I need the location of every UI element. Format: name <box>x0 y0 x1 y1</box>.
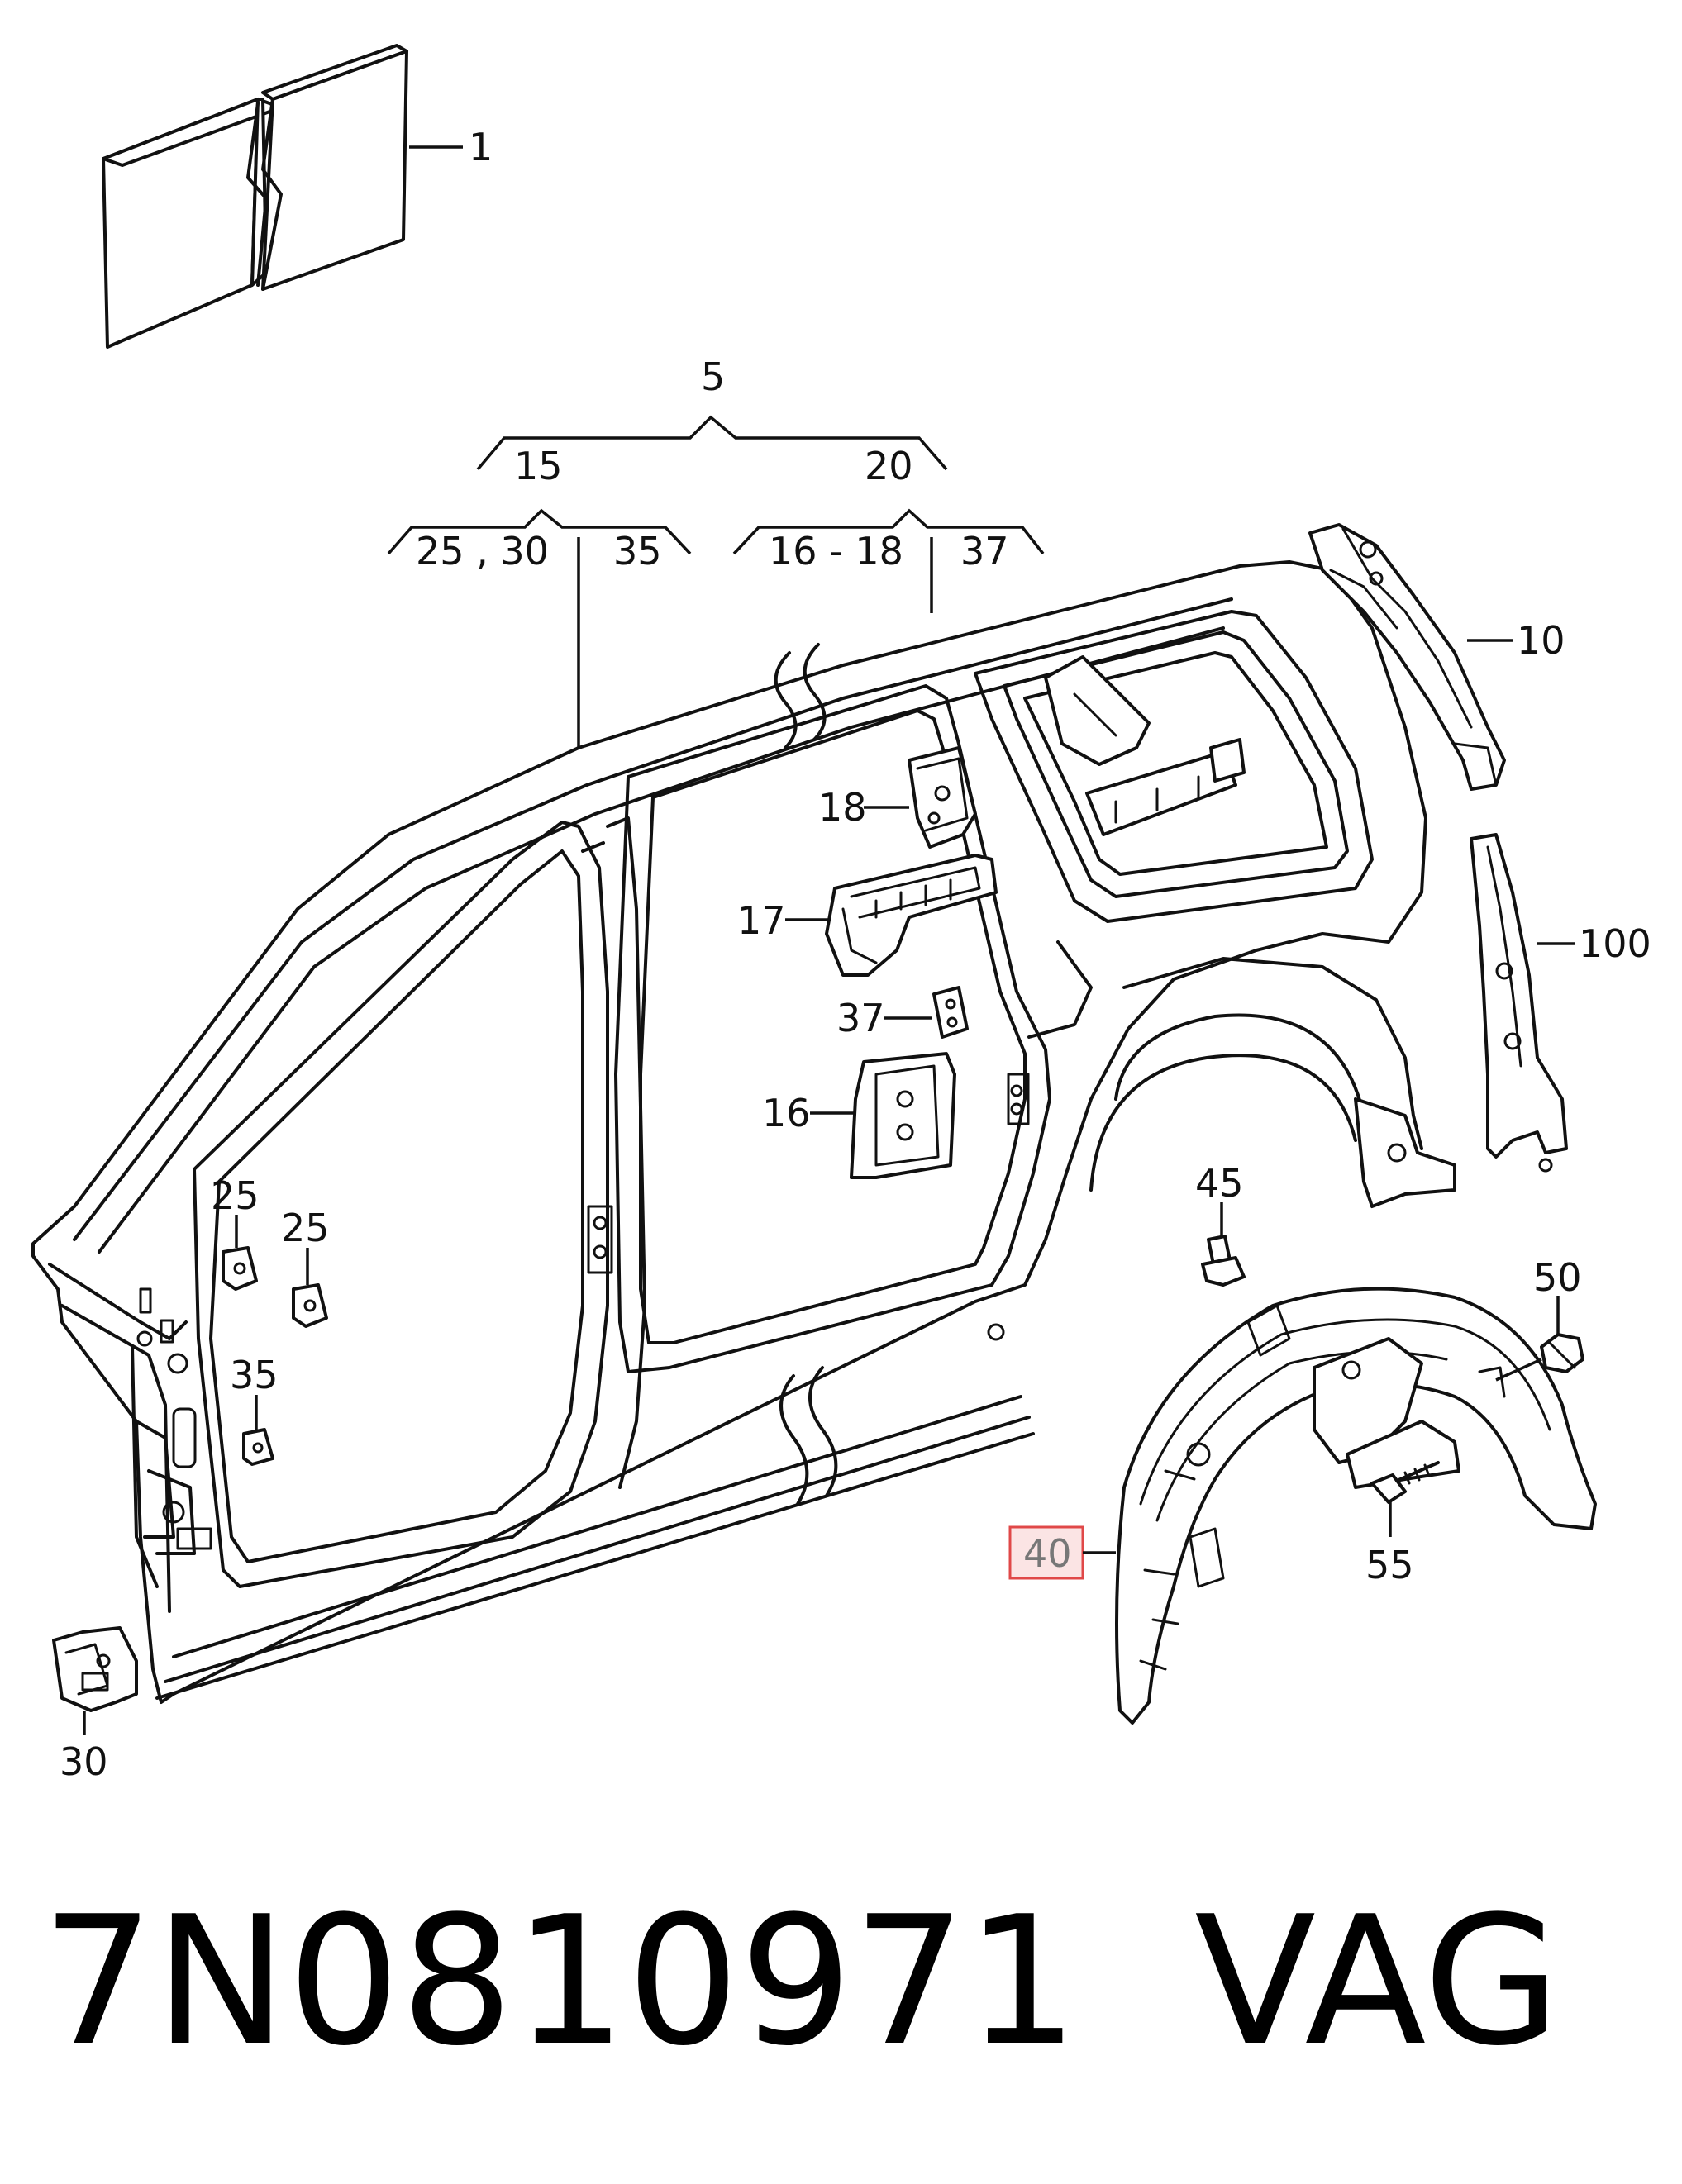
part-50-nut <box>1540 1333 1584 1373</box>
callout-15: 15 <box>514 444 563 488</box>
callout-30: 30 <box>60 1739 108 1784</box>
brand-name: VAG <box>1194 1877 1561 2085</box>
callout-16: 16 <box>762 1091 811 1135</box>
callout-16-18: 16 - 18 <box>769 529 903 573</box>
leader-50-b <box>1495 1358 1542 1382</box>
part-number: 7N0810971 <box>41 1877 1079 2085</box>
callout-17: 17 <box>737 898 786 943</box>
part-55-screw <box>1370 1461 1440 1504</box>
callout-18: 18 <box>818 785 867 830</box>
callout-25-30: 25 , 30 <box>416 529 549 573</box>
callout-100: 100 <box>1579 921 1651 966</box>
part-25a <box>222 1246 258 1291</box>
part-40-wheel-arch-liner <box>1115 1287 1597 1725</box>
callout-25a: 25 <box>211 1173 260 1218</box>
part-18 <box>908 746 977 849</box>
part-37 <box>932 986 969 1039</box>
part-17 <box>825 854 998 977</box>
part-35 <box>242 1428 274 1466</box>
callout-1: 1 <box>469 125 493 169</box>
body-side-panel <box>31 560 1456 1704</box>
part-1-panels <box>102 44 408 349</box>
callout-25b: 25 <box>281 1206 330 1250</box>
part-100 <box>1470 833 1568 1173</box>
part-16 <box>850 1052 956 1179</box>
callout-5: 5 <box>701 354 725 399</box>
callout-37-top: 37 <box>960 529 1009 573</box>
callout-50: 50 <box>1533 1255 1582 1300</box>
callout-10: 10 <box>1517 618 1565 663</box>
callout-20: 20 <box>865 444 913 488</box>
callout-40: 40 <box>1023 1531 1072 1576</box>
callout-35-top: 35 <box>613 529 662 573</box>
callout-tree: 5 15 20 25 , 30 35 16 - 18 37 <box>387 354 1045 748</box>
part-25b <box>292 1283 328 1328</box>
callout-45: 45 <box>1195 1161 1244 1206</box>
part-30 <box>52 1626 138 1712</box>
callout-35: 35 <box>230 1353 279 1397</box>
part-45-clip <box>1201 1235 1246 1287</box>
callout-37: 37 <box>836 996 885 1040</box>
callout-55: 55 <box>1365 1543 1414 1587</box>
part-10 <box>1308 523 1506 791</box>
